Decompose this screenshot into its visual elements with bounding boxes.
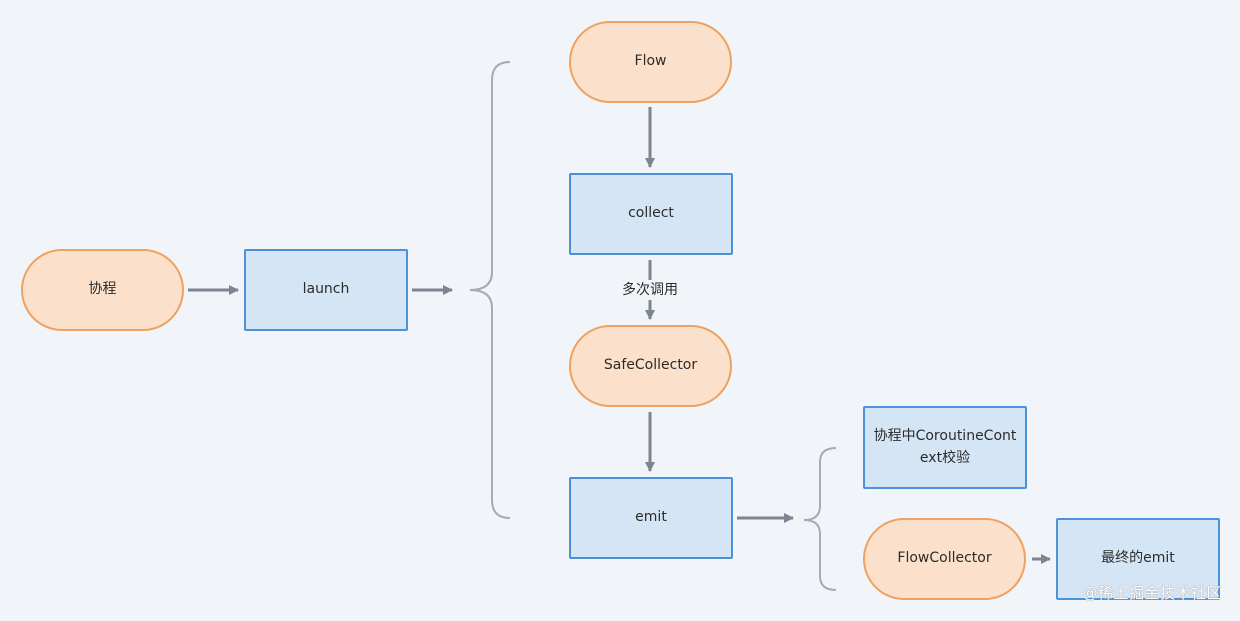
node-xiecheng: 协程 [21,249,184,331]
brace-emit [803,447,837,591]
node-context-check-label: 协程中CoroutineContext校验 [873,427,1017,466]
node-emit-label: emit [635,509,667,526]
node-final-emit: 最终的emit [1056,518,1220,600]
node-flow-collector-label: FlowCollector [897,550,992,567]
node-emit: emit [569,477,733,559]
node-context-check: 协程中CoroutineContext校验 [863,406,1027,489]
node-safe-collector-label: SafeCollector [603,357,698,374]
node-flow-collector: FlowCollector [863,518,1026,600]
node-flow: Flow [569,21,732,103]
brace-main [469,61,511,519]
node-launch: launch [244,249,408,331]
node-collect: collect [569,173,733,255]
node-safe-collector: SafeCollector [569,325,732,407]
node-final-emit-label: 最终的emit [1101,550,1175,567]
node-flow-label: Flow [634,53,667,70]
node-collect-label: collect [628,205,674,222]
node-launch-label: launch [302,281,350,298]
edge-label-collect-to-safe: 多次调用 [610,280,690,300]
node-xiecheng-label: 协程 [88,281,117,298]
watermark: @稀土掘金技术社区 [1082,584,1222,602]
